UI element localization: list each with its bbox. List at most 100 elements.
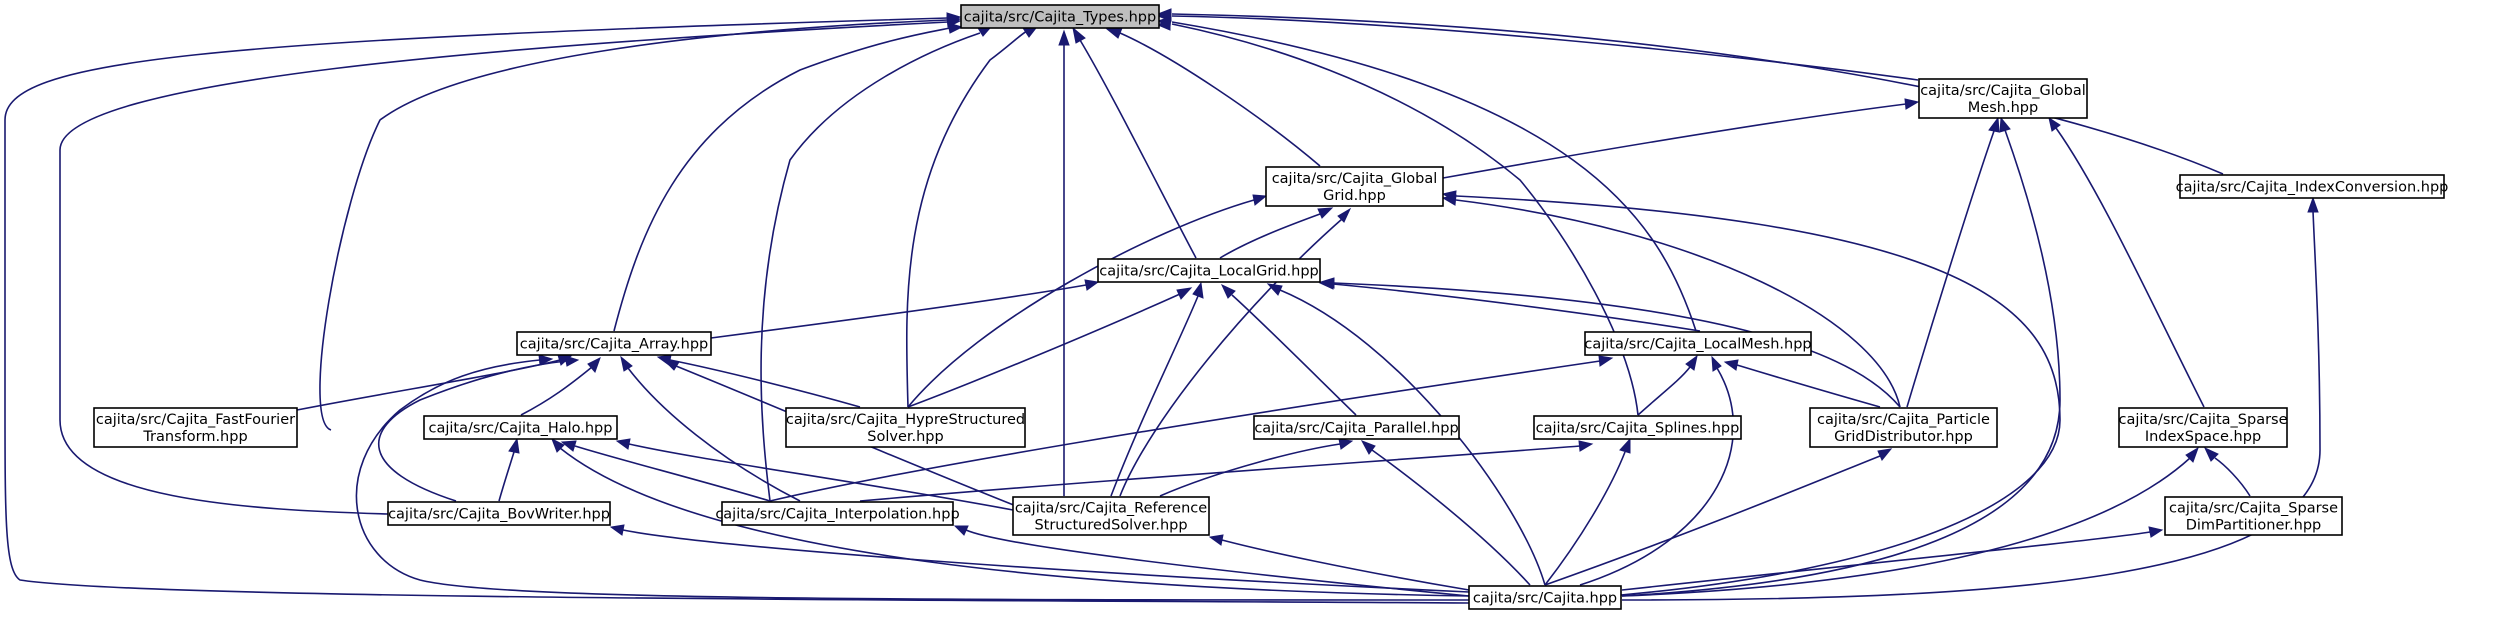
edge-interpolation-to-halo [560,440,771,502]
edge-arrowhead [2307,196,2319,213]
node-label-line: GridDistributor.hpp [1834,429,1973,445]
edge-arrowhead [1156,18,1171,31]
edge-arrowhead [1319,277,1335,289]
edge-cajita-to-splines [1544,437,1631,586]
edge-line [59,21,949,515]
node-label-line: Grid.hpp [1323,188,1386,204]
edge-line [1171,13,2224,175]
node-localgrid[interactable]: cajita/src/Cajita_LocalGrid.hpp [1097,258,1321,283]
edge-line [319,19,949,431]
node-label-line: cajita/src/Cajita.hpp [1473,591,1617,607]
edge-cajita-to-globalmesh [1621,116,2061,597]
edge-hypre-to-array [656,354,861,408]
edge-cajita-to-halo [551,437,1470,597]
edge-array-to-localgrid [710,279,1100,339]
edge-cajita-to-particlegrid [1544,448,1893,586]
node-label-line: cajita/src/Cajita_Global [1272,171,1438,187]
edge-arrowhead [609,524,625,536]
edge-cajita-to-bovwriter [609,524,1470,593]
node-label-line: cajita/src/Cajita_Particle [1817,412,1990,428]
edge-arrowhead [977,27,992,37]
node-label-line: cajita/src/Cajita_Array.hpp [520,337,709,353]
node-cajita[interactable]: cajita/src/Cajita.hpp [1468,585,1622,610]
node-fft[interactable]: cajita/src/Cajita_FastFourierTransform.h… [93,407,298,448]
edge-line [1110,295,1199,497]
edge-arrowhead [1252,194,1268,206]
edge-arrowhead [1072,26,1086,44]
node-hypre[interactable]: cajita/src/Cajita_HypreStructuredSolver.… [785,407,1026,448]
node-localmesh[interactable]: cajita/src/Cajita_LocalMesh.hpp [1584,331,1812,356]
node-splines[interactable]: cajita/src/Cajita_Splines.hpp [1533,415,1742,440]
edge-line [628,443,1014,511]
node-box [785,407,1026,448]
node-label-line: cajita/src/Cajita_HypreStructured [786,412,1025,428]
edge-parallel-to-localgrid [1220,283,1357,416]
edge-fft-to-types [319,14,962,431]
node-label-line: StructuredSolver.hpp [1034,518,1187,534]
node-box [1809,407,1998,448]
edge-arrowhead [1176,287,1193,300]
edge-arrowhead [1208,534,1224,546]
edge-arrowhead [508,437,520,454]
node-array[interactable]: cajita/src/Cajita_Array.hpp [516,331,712,356]
edge-arrowhead [551,437,565,453]
edge-particlegrid-to-globalgrid [1441,194,1901,408]
edge-line [965,529,1470,597]
edge-line [760,32,981,502]
edge-line [1637,366,1691,416]
edge-line [1455,199,1901,408]
edge-hypre-to-types [905,27,1038,408]
node-bovwriter[interactable]: cajita/src/Cajita_BovWriter.hpp [387,501,611,526]
edge-line [710,284,1087,339]
node-label-line: cajita/src/Cajita_Halo.hpp [429,421,613,437]
node-indexconv[interactable]: cajita/src/Cajita_IndexConversion.hpp [2176,174,2449,199]
edge-line [378,360,567,502]
node-types[interactable]: cajita/src/Cajita_Types.hpp [960,4,1160,29]
node-label-line: cajita/src/Cajita_Reference [1015,501,1207,517]
node-parallel[interactable]: cajita/src/Cajita_Parallel.hpp [1253,415,1460,440]
node-label-line: Mesh.hpp [1968,100,2038,116]
node-reference[interactable]: cajita/src/Cajita_ReferenceStructuredSol… [1012,496,1210,536]
node-box [1012,496,1210,536]
edge-line [355,359,1470,601]
edge-line [296,359,561,411]
edge-line [1332,283,1701,332]
edge-arrowhead [1711,355,1722,372]
node-box [2118,407,2288,448]
node-label-line: cajita/src/Cajita_Sparse [2118,412,2287,428]
edge-array-to-types [613,22,964,332]
edge-arrowhead [1317,207,1334,219]
edge-globalgrid-to-types [1105,27,1321,167]
node-box [1265,166,1444,207]
node-label-line: cajita/src/Cajita_FastFourier [96,412,295,428]
node-box [1584,331,1812,356]
edge-cajita-to-sparsedim [1621,526,2164,591]
node-box [721,501,954,526]
edge-fft-to-array [296,354,573,411]
edge-arrowhead [560,440,577,452]
node-box [2179,174,2445,199]
edge-cajita-to-localmesh [1579,355,1735,586]
edge-line [859,445,1581,502]
node-interpolation[interactable]: cajita/src/Cajita_Interpolation.hpp [715,501,960,526]
edge-arrowhead [615,438,631,450]
node-label-line: IndexSpace.hpp [2145,429,2261,445]
node-layer: cajita/src/Cajita_Types.hpp cajita/src/Ca… [93,4,2449,610]
node-halo[interactable]: cajita/src/Cajita_Halo.hpp [423,415,618,440]
edge-line [1371,449,1531,586]
edge-sparsedim-to-sparseindex [2203,446,2251,497]
node-box [960,4,1160,29]
edge-sparseindex-to-globalmesh [2048,116,2205,408]
edge-hypre-to-localgrid [907,287,1193,408]
edge-line [498,451,515,502]
edge-arrowhead [2185,446,2199,463]
node-sparsedim[interactable]: cajita/src/Cajita_SparseDimPartitioner.h… [2164,496,2343,536]
edge-interpolation-to-localmesh [769,355,1614,502]
node-box [2164,496,2343,536]
edge-bovwriter-to-halo [498,437,520,502]
node-particlegrid[interactable]: cajita/src/Cajita_ParticleGridDistributo… [1809,407,1998,448]
edge-arrowhead [564,355,580,367]
